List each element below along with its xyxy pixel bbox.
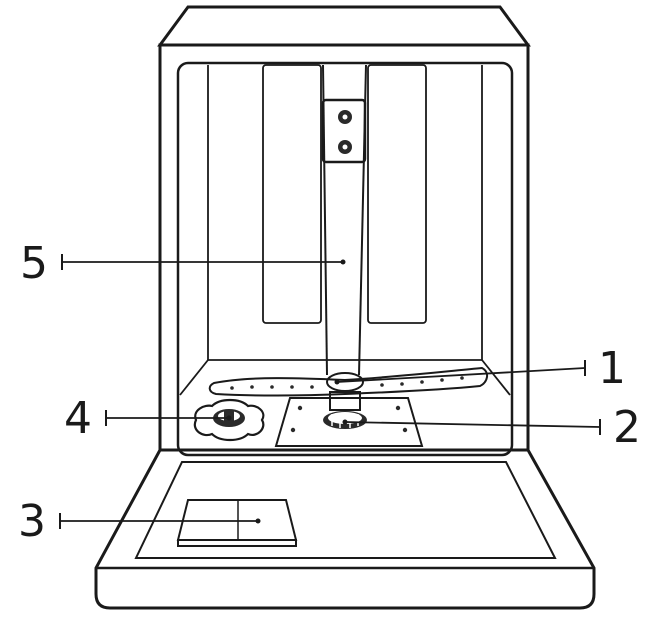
callout-2: 2 xyxy=(342,402,641,453)
callout-label-5: 5 xyxy=(20,238,48,289)
filter-plate xyxy=(274,397,424,447)
callout-3: 3 xyxy=(18,496,261,547)
detergent-dispenser xyxy=(176,499,298,547)
tub-floor-left xyxy=(179,359,209,396)
door xyxy=(94,448,596,610)
leader-line-2 xyxy=(344,421,601,428)
callout-4: 4 xyxy=(64,393,232,444)
cabinet-top-panel xyxy=(157,5,531,47)
tub-opening xyxy=(176,61,514,457)
door-outer xyxy=(94,448,596,610)
leader-line-1 xyxy=(336,367,586,383)
tube-connector-block xyxy=(321,98,367,164)
back-panel-right xyxy=(367,64,427,324)
callout-label-2: 2 xyxy=(613,402,641,453)
cabinet-outer-frame xyxy=(158,43,530,452)
water-supply-tube xyxy=(321,64,367,376)
callout-1: 1 xyxy=(334,343,626,394)
cabinet xyxy=(157,5,531,457)
back-panel-left xyxy=(262,64,322,324)
lower-spray-arm xyxy=(208,366,488,397)
back-wall-panels xyxy=(262,64,427,324)
tub-floor-right xyxy=(481,359,511,396)
door-inner-panel xyxy=(134,461,557,559)
callout-5: 5 xyxy=(20,238,346,289)
callout-label-3: 3 xyxy=(18,496,46,547)
callout-label-1: 1 xyxy=(598,343,626,394)
callout-label-4: 4 xyxy=(64,393,92,444)
